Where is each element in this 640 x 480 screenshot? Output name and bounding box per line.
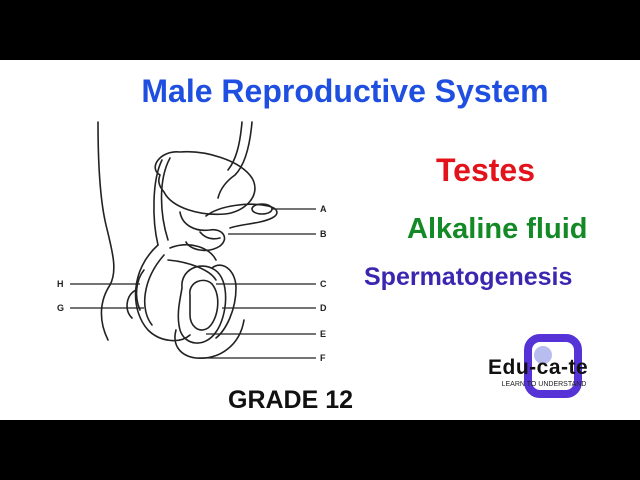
slide-canvas: Male Reproductive System <box>0 60 640 420</box>
label-e: E <box>320 329 326 339</box>
slide-title: Male Reproductive System <box>141 73 549 109</box>
label-c: C <box>320 279 327 289</box>
logo-ring-icon <box>524 334 582 398</box>
reproductive-system-diagram: A B C D E F G H <box>57 121 327 363</box>
grade-label: GRADE 12 <box>228 386 354 414</box>
keyword-spermatogenesis: Spermatogenesis <box>364 263 573 291</box>
label-f: F <box>320 353 326 363</box>
label-g: G <box>57 303 64 313</box>
logo-name: Edu-ca-te <box>488 356 589 379</box>
label-d: D <box>320 303 327 313</box>
label-h: H <box>57 279 64 289</box>
logo-dot-icon <box>534 346 552 364</box>
logo-tagline: LEARN TO UNDERSTAND <box>501 381 587 388</box>
keyword-testes: Testes <box>436 152 536 188</box>
label-a: A <box>320 204 327 214</box>
educate-logo: Edu-ca-te LEARN TO UNDERSTAND <box>488 328 628 418</box>
label-b: B <box>320 229 327 239</box>
keyword-alkaline-fluid: Alkaline fluid <box>407 213 588 245</box>
